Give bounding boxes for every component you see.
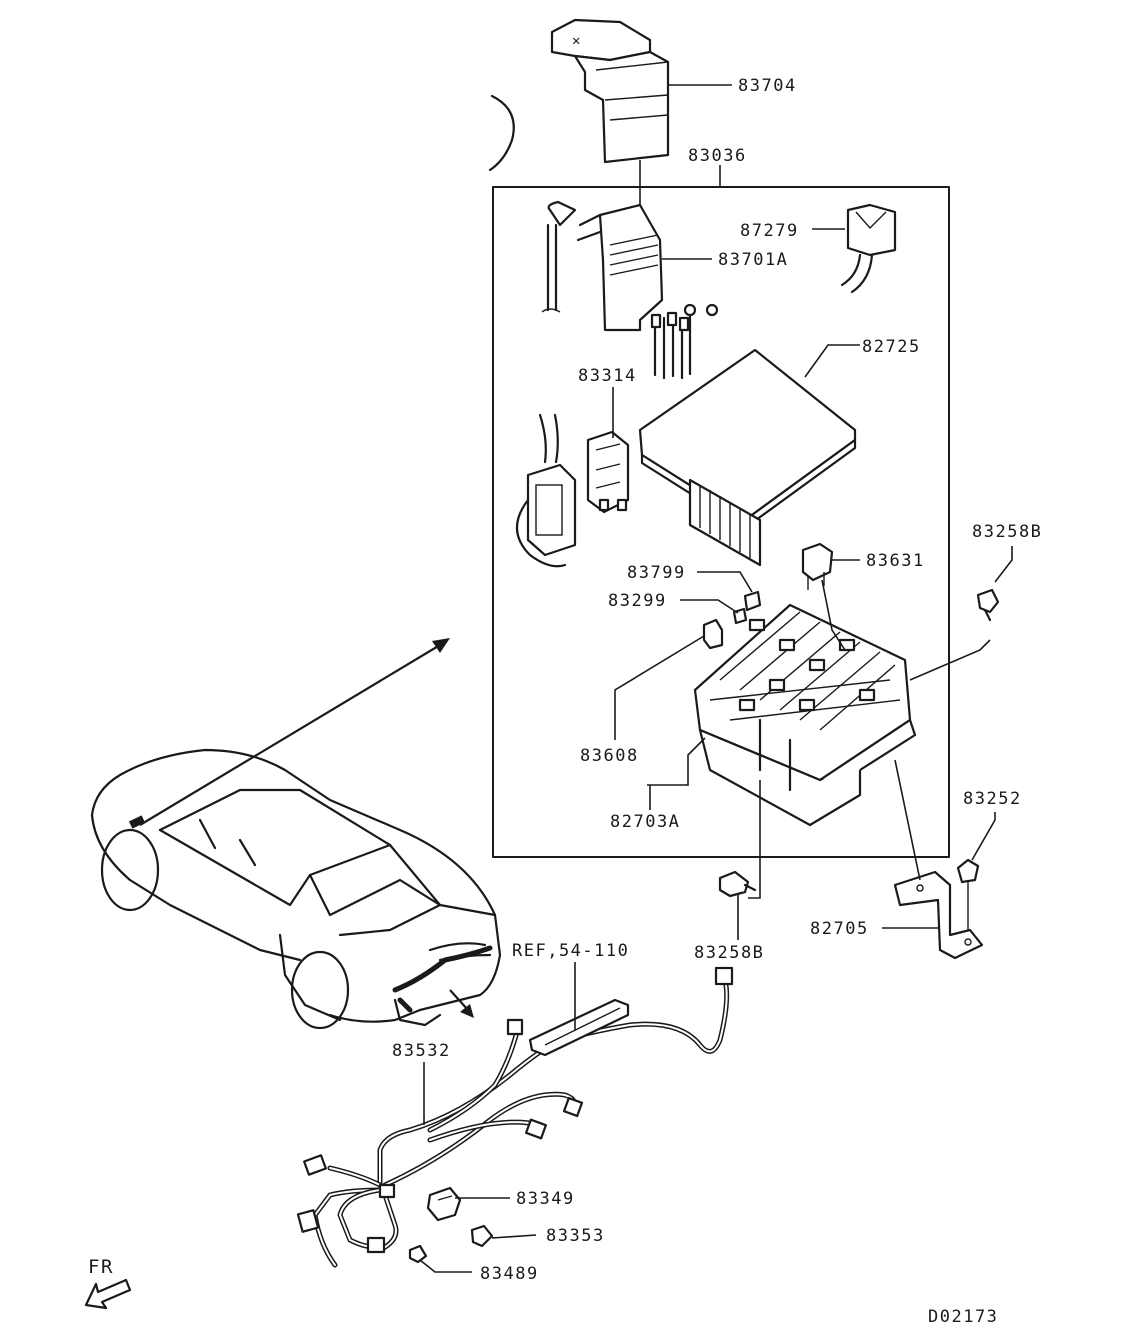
part-label-83036[interactable]: 83036 xyxy=(688,146,747,166)
bolt-83258B-upper[interactable] xyxy=(976,588,1000,622)
part-label-83799[interactable]: 83799 xyxy=(627,563,686,583)
part-label-83704[interactable]: 83704 xyxy=(738,76,797,96)
harness-protector xyxy=(528,998,630,1057)
fuse-box-cover-82725[interactable] xyxy=(638,348,857,567)
connector-harness-plug xyxy=(515,413,577,568)
relay-box-cover-83704[interactable]: ✕ xyxy=(550,18,670,164)
leader-83258B-upper-link xyxy=(909,639,991,681)
direction-label: FR xyxy=(88,1256,114,1278)
part-label-83252[interactable]: 83252 xyxy=(963,789,1022,809)
fuse-83799[interactable] xyxy=(743,590,762,612)
part-label-83701A[interactable]: 83701A xyxy=(718,250,788,270)
part-label-83258B-lower[interactable]: 83258B xyxy=(694,943,764,963)
bracket-82705[interactable] xyxy=(893,870,984,960)
part-label-82705[interactable]: 82705 xyxy=(810,919,869,939)
fuse-box-82703A[interactable] xyxy=(693,603,917,827)
part-label-83532[interactable]: 83532 xyxy=(392,1041,451,1061)
body-curve-line xyxy=(488,94,515,172)
part-label-83258B-upper[interactable]: 83258B xyxy=(972,522,1042,542)
part-label-83608[interactable]: 83608 xyxy=(580,746,639,766)
clip-83489[interactable] xyxy=(408,1244,428,1264)
location-arrow xyxy=(139,638,474,1018)
fuse-83631[interactable] xyxy=(801,542,834,590)
part-label-83299[interactable]: 83299 xyxy=(608,591,667,611)
leader-83631-link xyxy=(821,579,846,651)
part-label-83631[interactable]: 83631 xyxy=(866,551,925,571)
leader-lines xyxy=(419,84,1013,1273)
relay-87279[interactable] xyxy=(840,203,897,294)
leader-lower-bolt-link xyxy=(748,780,761,899)
bolt-83258B-lower[interactable] xyxy=(718,870,757,898)
drawing-code: D02173 xyxy=(928,1307,998,1327)
reference-label[interactable]: REF,54-110 xyxy=(512,941,629,961)
part-label-83349[interactable]: 83349 xyxy=(516,1189,575,1209)
part-label-83489[interactable]: 83489 xyxy=(480,1264,539,1284)
fuse-83608[interactable] xyxy=(702,618,724,650)
assembly-frame xyxy=(492,186,950,858)
relay-block-83701A[interactable] xyxy=(541,200,719,380)
part-label-87279[interactable]: 87279 xyxy=(740,221,799,241)
clip-83349[interactable] xyxy=(426,1186,462,1222)
part-label-82725[interactable]: 82725 xyxy=(862,337,921,357)
front-arrow-icon xyxy=(84,1278,132,1310)
leader-bracket-link xyxy=(894,759,921,881)
clip-83353[interactable] xyxy=(470,1224,494,1248)
part-label-83353[interactable]: 83353 xyxy=(546,1226,605,1246)
bolt-83252[interactable] xyxy=(956,858,980,930)
wiring-harness-83532[interactable] xyxy=(296,966,734,1268)
part-label-83314[interactable]: 83314 xyxy=(578,366,637,386)
svg-text:✕: ✕ xyxy=(572,33,582,49)
relay-83314[interactable] xyxy=(586,430,630,514)
part-label-82703A[interactable]: 82703A xyxy=(610,812,680,832)
vehicle-outline xyxy=(90,748,502,1030)
